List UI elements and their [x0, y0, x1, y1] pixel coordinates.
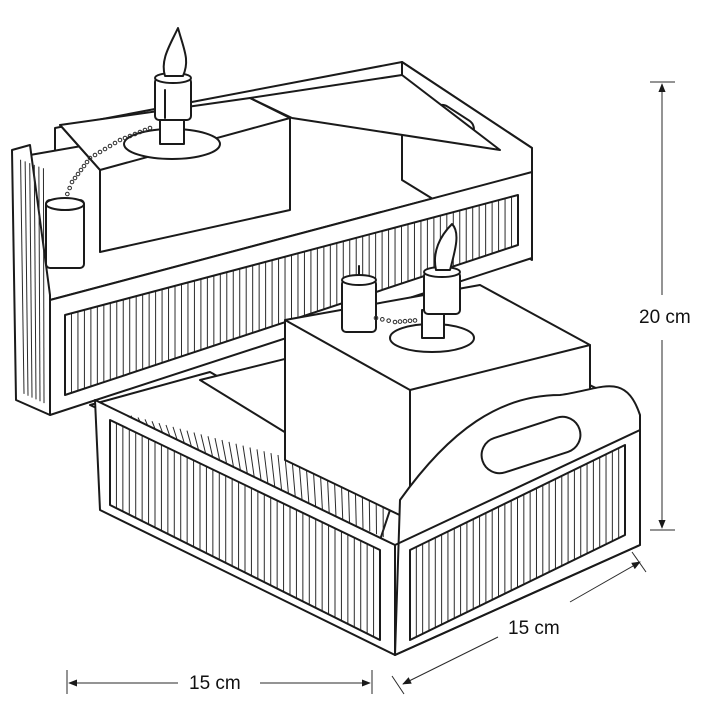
dimension-height [650, 82, 675, 530]
width-label: 15 cm [186, 673, 244, 695]
height-label: 20 cm [636, 307, 694, 329]
depth-label: 15 cm [505, 618, 563, 640]
